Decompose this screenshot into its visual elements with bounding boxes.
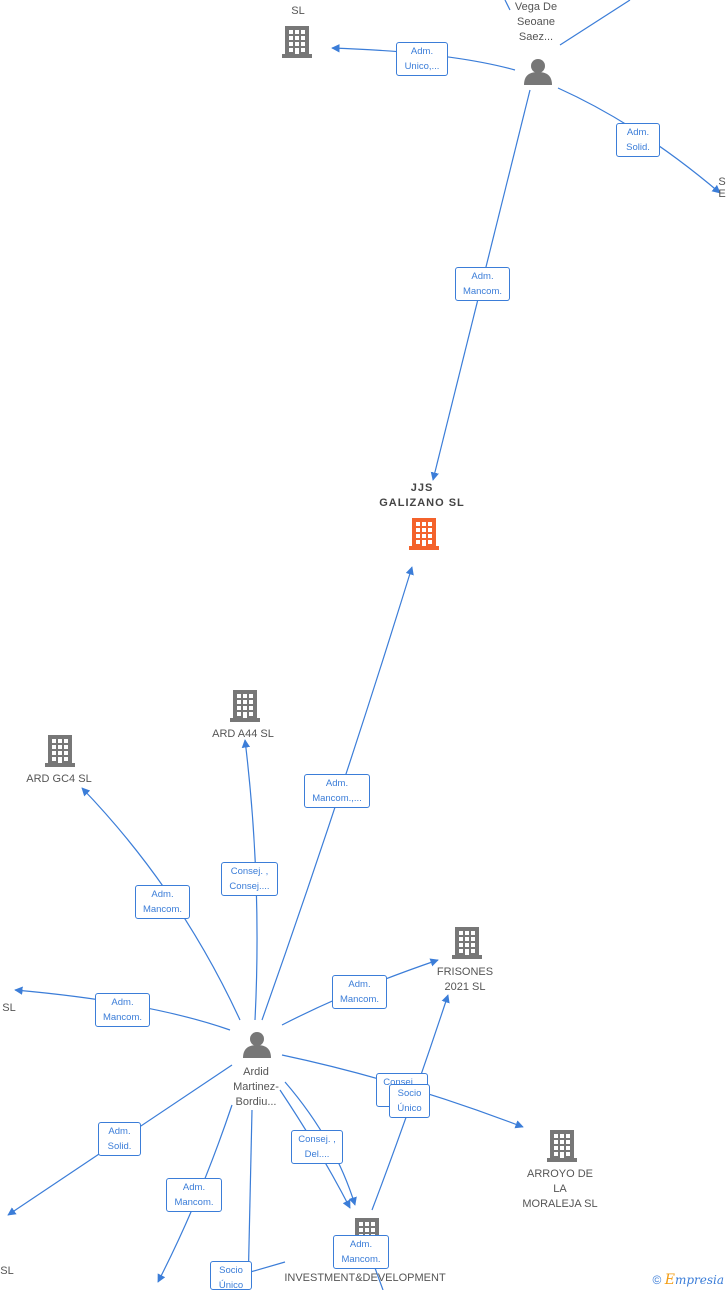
edge-label-line: Socio (219, 1265, 243, 1276)
node-label-line: Vega De (514, 1, 558, 13)
node-label-line: 2021 SL (444, 981, 486, 993)
edge-vega-top (504, 0, 511, 11)
person-icon-ardid[interactable] (243, 1032, 271, 1058)
node-label-ard-gc4[interactable]: ARD GC4 SL (16, 772, 102, 787)
edge-label-line: Mancom. (339, 994, 380, 1005)
edge-label-line: Adm. (626, 127, 650, 138)
building-icon-frisones[interactable] (452, 927, 482, 959)
edge-label-line: Mancom. (174, 1197, 214, 1208)
edge-label-consej-a44[interactable]: Consej. , Consej.... (221, 862, 278, 896)
node-label-line: JJS (410, 482, 434, 494)
edge-label-line: Adm. (151, 889, 174, 900)
node-label-sl-left[interactable]: SL (0, 1001, 18, 1016)
node-label-ard-a44[interactable]: ARD A44 SL (200, 727, 286, 742)
edge-investment-down (374, 1267, 384, 1290)
person-icon-vega[interactable] (524, 59, 552, 85)
edge-label-line: Del.... (304, 1149, 330, 1160)
edge-label-line: Mancom.,... (312, 793, 362, 804)
edge-label-consej-del[interactable]: Consej. , Del.... (291, 1130, 343, 1164)
edge-label-line: Consej. , (230, 866, 269, 877)
node-label-line: Martinez- (233, 1081, 279, 1093)
node-label-line: LA (553, 1183, 567, 1195)
brand-logo-text: mpresia (674, 1273, 724, 1287)
copyright-symbol: © (652, 1273, 662, 1287)
node-label-line: MORALEJA SL (522, 1198, 598, 1210)
node-label-arroyo[interactable]: ARROYO DE LA MORALEJA SL (515, 1167, 605, 1212)
edge-label-line: Consej. , (383, 1077, 421, 1088)
edges (7, 0, 721, 1290)
edge-label-line: Adm. (182, 1182, 206, 1193)
node-label-line: ARD A44 SL (212, 728, 274, 740)
node-label-line: Seoane (517, 16, 555, 28)
edge-label-adm-mancom-bottom[interactable]: Adm. Mancom. (166, 1178, 222, 1212)
edge-label-line: Adm. (349, 1239, 373, 1250)
edge-ardid-bottom-2 (247, 1109, 253, 1290)
edge-label-line: Solid. (107, 1141, 132, 1152)
node-label-sl-top[interactable]: SL (280, 4, 316, 19)
node-label-line: Saez... (518, 31, 554, 43)
edge-label-adm-solid-bottom[interactable]: Adm. Solid. (98, 1122, 141, 1156)
edge-label-adm-mancom-investment[interactable]: Adm. Mancom. (333, 1235, 389, 1269)
edge-label-adm-unico[interactable]: Adm. Unico,... (396, 42, 448, 76)
edge-label-line: Adm. (111, 997, 134, 1008)
edge-label-line: Mancom. (341, 1254, 381, 1265)
building-icon-arroyo[interactable] (547, 1130, 577, 1162)
edge-label-line: Unico,... (404, 61, 440, 72)
node-label-line: SL (291, 5, 305, 17)
edge-label-line: Adm. (410, 46, 434, 57)
edge-label-line: Adm. (348, 979, 371, 990)
edge-label-line: Adm. (471, 271, 494, 282)
building-icon-jjs[interactable] (409, 518, 439, 550)
edge-label-line: Mancom. (142, 904, 183, 915)
node-label-line: E (718, 188, 726, 200)
edge-label-line: Solid. (626, 142, 650, 153)
edge-label-line: Único (218, 1280, 244, 1290)
edge-label-line: Mancom. (462, 286, 503, 297)
node-label-line: GALIZANO SL (379, 497, 465, 509)
node-label-ardid[interactable]: Ardid Martinez- Bordiu... (216, 1065, 296, 1110)
node-label-s-right[interactable]: S E (716, 176, 728, 200)
edge-label-line: Adm. (325, 778, 349, 789)
node-label-sl-bottom-left[interactable]: SL (0, 1264, 14, 1279)
node-label-line: SL (2, 1002, 16, 1014)
edge-label-adm-mancom-vega[interactable]: Adm. Mancom. (455, 267, 510, 301)
edge-label-line: Único (397, 1103, 422, 1114)
node-label-jjs[interactable]: JJS GALIZANO SL (362, 481, 482, 511)
node-label-line: Bordiu... (235, 1096, 277, 1108)
edge-label-line: Socio (397, 1088, 422, 1099)
brand-logo-initial: E (664, 1272, 675, 1288)
node-label-line: SL (0, 1265, 14, 1277)
node-label-line: Ardid (243, 1066, 269, 1078)
footer-copyright: © Empresia (653, 1272, 724, 1288)
node-label-line: ARD GC4 SL (26, 773, 92, 785)
building-icon-sl-top[interactable] (282, 26, 312, 58)
edge-label-line: Adm. (108, 1126, 131, 1137)
edge-label-line: Consej. , (298, 1134, 336, 1145)
edge-label-adm-mancom-jjs[interactable]: Adm. Mancom.,... (304, 774, 370, 808)
edge-label-line: Consej.... (229, 881, 270, 892)
building-icon-ard-a44[interactable] (230, 690, 260, 722)
node-label-investment[interactable]: INVESTMENT&DEVELOPMENT (282, 1271, 448, 1286)
edge-label-socio-unico-bottom[interactable]: Socio Único (210, 1261, 252, 1290)
edge-label-adm-solid-top[interactable]: Adm. Solid. (616, 123, 660, 157)
edge-label-adm-mancom-gc4[interactable]: Adm. Mancom. (135, 885, 190, 919)
node-label-vega[interactable]: Vega De Seoane Saez... (496, 0, 576, 45)
node-label-line: S (718, 176, 726, 188)
node-label-line: INVESTMENT&DEVELOPMENT (284, 1272, 446, 1284)
node-label-line: ARROYO DE (526, 1168, 593, 1180)
node-label-line: FRISONES (436, 966, 494, 978)
edge-label-line: Mancom. (102, 1012, 143, 1023)
building-icon-ard-gc4[interactable] (45, 735, 75, 767)
edge-vega-top-right (559, 0, 631, 46)
edge-label-socio-unico-frisones[interactable]: Socio Único (389, 1084, 430, 1118)
node-label-frisones[interactable]: FRISONES 2021 SL (426, 965, 504, 995)
edge-label-adm-mancom-frisones[interactable]: Adm. Mancom. (332, 975, 387, 1009)
edge-label-adm-mancom-sl-left[interactable]: Adm. Mancom. (95, 993, 150, 1027)
